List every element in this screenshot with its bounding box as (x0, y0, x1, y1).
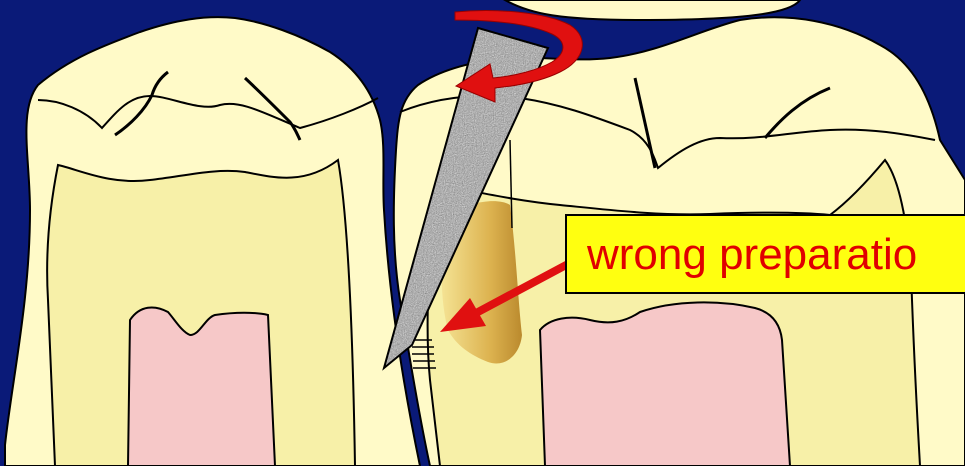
right-tooth-pulp (540, 302, 790, 466)
label-text: wrong preparatio (587, 230, 917, 280)
left-tooth-pulp (128, 307, 275, 466)
wrong-preparation-label: wrong preparatio (565, 214, 965, 294)
